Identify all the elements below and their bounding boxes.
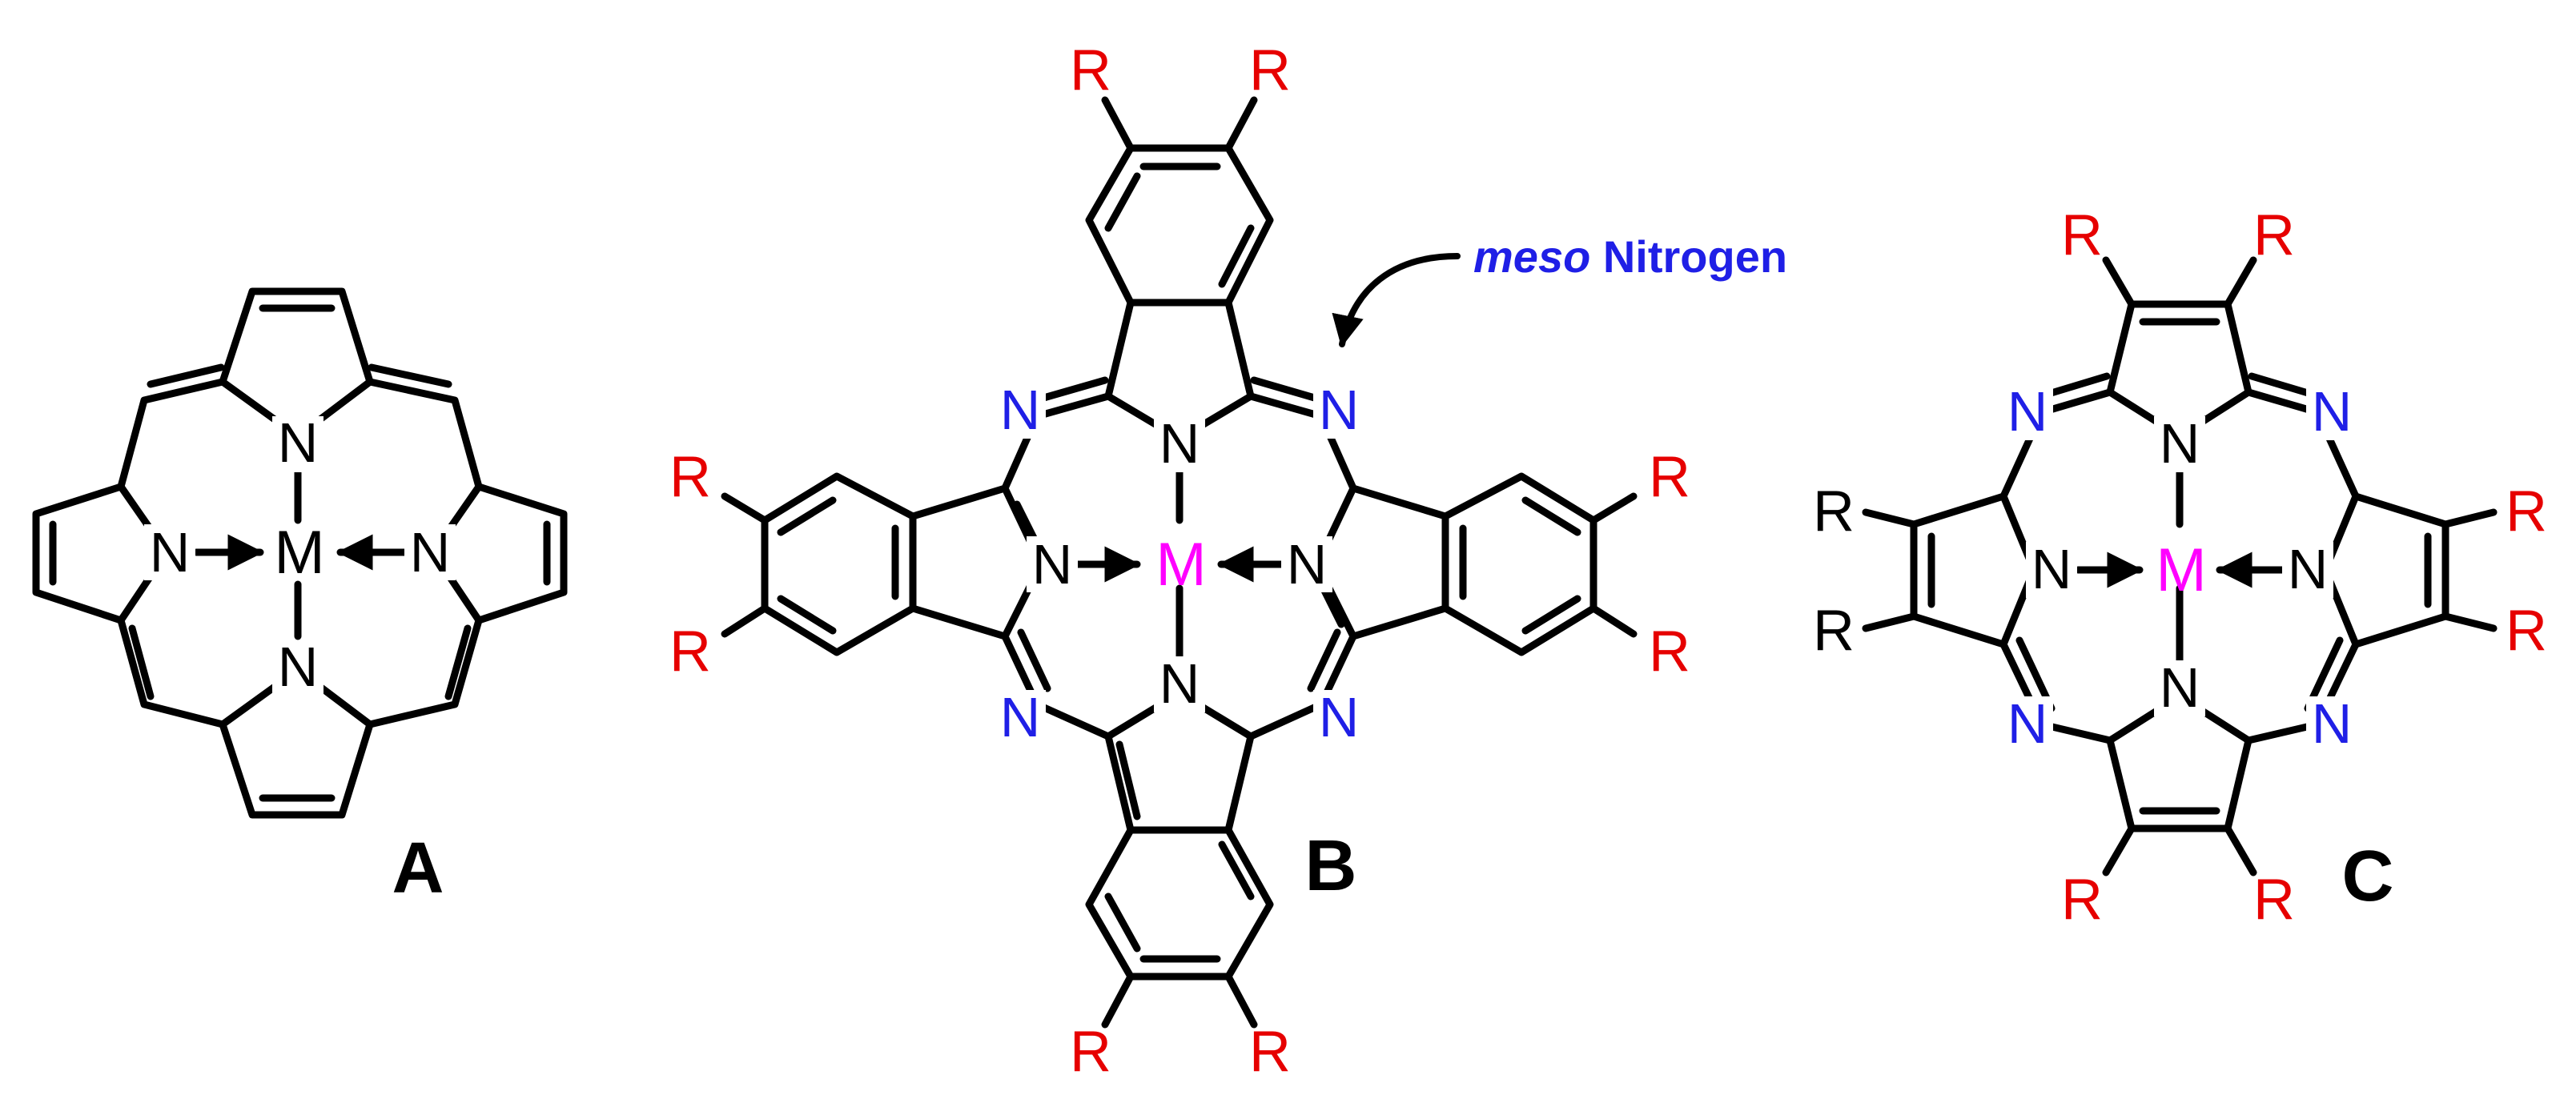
structure-b-meso-n-br: N	[1319, 686, 1360, 748]
structure-c-label: C	[2342, 836, 2394, 917]
structure-c-atoms: N N N N N N N N M R R R R R R R R C	[1813, 203, 2547, 932]
structure-b-r-3: R	[669, 445, 711, 509]
structure-c-meso-n-tl: N	[2007, 380, 2048, 443]
structure-c-r-top-left: R	[2061, 203, 2103, 267]
structure-c-n-right: N	[2288, 538, 2329, 600]
meso-nitrogen-arrow	[1332, 253, 1461, 347]
structure-c-n-top: N	[2160, 412, 2200, 475]
structure-c-n-left: N	[2031, 538, 2072, 600]
structure-c-r-left-top: R	[1813, 479, 1855, 543]
structure-a-porphyrin	[32, 287, 568, 819]
structure-c-metal: M	[2156, 536, 2206, 604]
structure-c-meso-n-tr: N	[2312, 380, 2353, 443]
structure-c-meso-n-br: N	[2312, 692, 2353, 755]
structure-b-meso-n-tl: N	[1000, 379, 1041, 441]
structure-b-metal: M	[1155, 531, 1206, 599]
structure-a-atoms: N N N N M A	[144, 411, 456, 908]
structure-b-right-benzene	[1441, 472, 1597, 656]
structure-b-r-2: R	[1249, 38, 1291, 102]
structure-a-n-top: N	[278, 411, 319, 474]
structure-b-meso-n-bl: N	[1000, 686, 1041, 748]
structure-b-r-1: R	[1070, 38, 1111, 102]
structure-c-meso-n-bl: N	[2007, 692, 2048, 755]
annotation-italic: meso	[1473, 231, 1590, 282]
meso-nitrogen-annotation: meso Nitrogen	[1473, 231, 1787, 282]
structure-c-r-left-bottom: R	[1813, 599, 1855, 663]
structure-b-bottom-benzene	[1085, 826, 1274, 981]
structure-a-label: A	[392, 828, 444, 908]
structure-c-r-bottom-right: R	[2253, 868, 2295, 932]
structure-b-r-4: R	[669, 620, 711, 684]
structure-b-r-7: R	[1070, 1020, 1111, 1084]
structure-a-metal: M	[274, 519, 324, 587]
structure-b-n-left: N	[1032, 533, 1073, 596]
structure-b-meso-n-tr: N	[1319, 379, 1360, 441]
structure-a-n-right: N	[410, 521, 451, 584]
structure-b-r-6: R	[1649, 620, 1690, 684]
structure-c-r-top-right: R	[2253, 203, 2295, 267]
structure-c-r-bottom-left: R	[2061, 868, 2103, 932]
structure-b-n-top: N	[1159, 412, 1200, 475]
structure-b-atoms: N N N N N N N N M R R R R R R R R meso N…	[669, 38, 1787, 1084]
structure-b-r-5: R	[1649, 445, 1690, 509]
structure-a-n-left: N	[150, 521, 191, 584]
structure-c-n-bottom: N	[2160, 656, 2200, 719]
structure-b-label: B	[1305, 826, 1357, 906]
structure-b-left-benzene	[761, 472, 917, 656]
structure-b-n-bottom: N	[1159, 652, 1200, 715]
structure-a-n-bottom: N	[278, 636, 319, 698]
structure-c-r-right-bottom: R	[2506, 599, 2547, 663]
structure-b-r-8: R	[1249, 1020, 1291, 1084]
structure-c-r-right-top: R	[2506, 479, 2547, 543]
annotation-rest: Nitrogen	[1603, 231, 1787, 282]
structure-b-n-right: N	[1287, 533, 1328, 596]
structure-b-top-benzene	[1085, 144, 1274, 307]
